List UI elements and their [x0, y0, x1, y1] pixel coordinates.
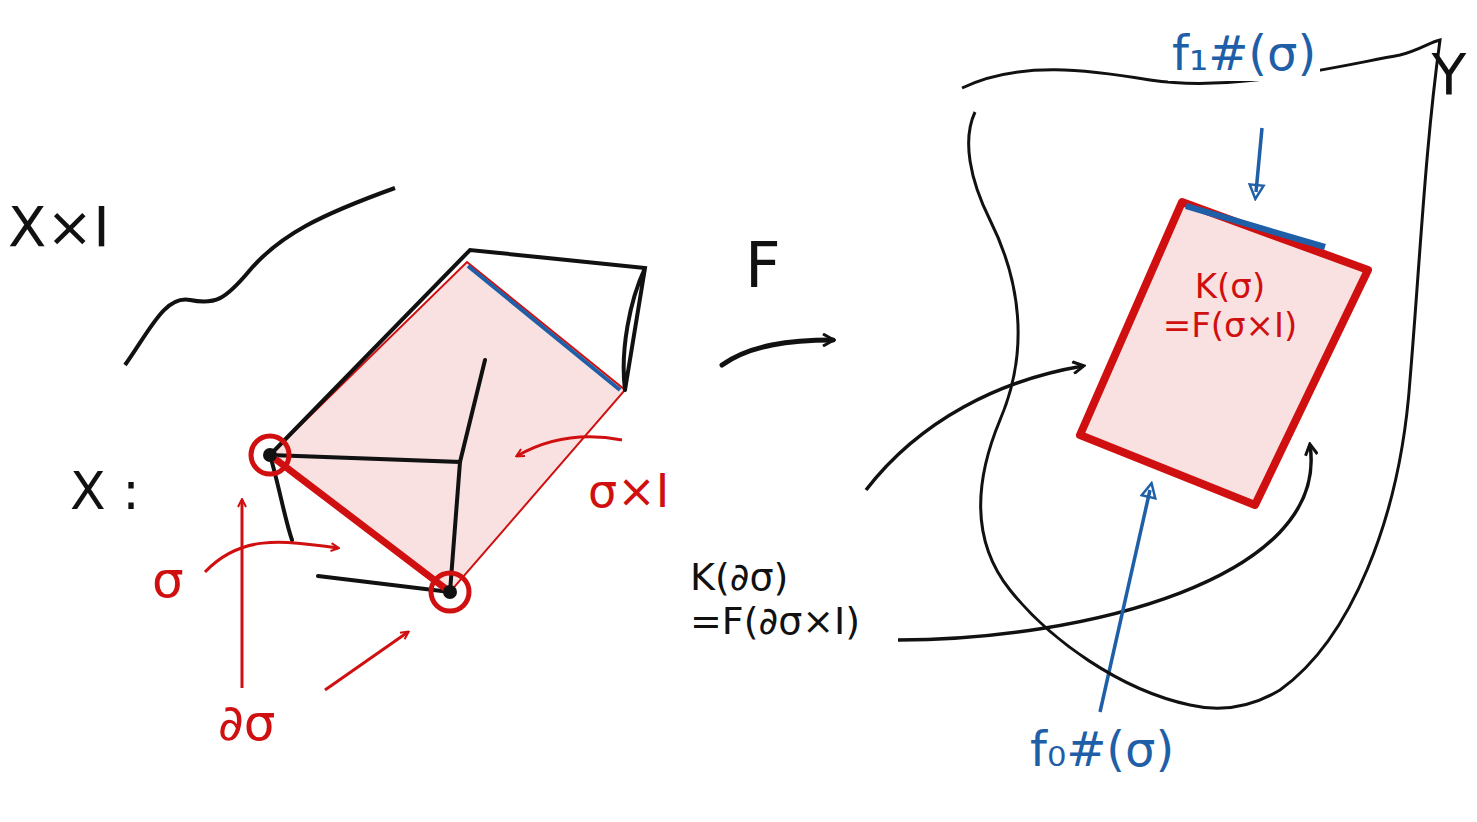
image-cell: K(σ) =F(σ×I) — [1075, 195, 1375, 510]
leader-arrow — [325, 632, 408, 690]
math-label: F — [745, 230, 781, 301]
space-outline — [962, 40, 1440, 708]
simplex-edge — [270, 455, 450, 592]
math-label: K(∂σ) =F(∂σ×I) — [690, 556, 890, 643]
math-label: σ×I — [588, 465, 669, 518]
cell-label: K(σ) =F(σ×I) — [1145, 267, 1315, 345]
prism-edges — [270, 250, 645, 592]
node-outline — [1075, 195, 1375, 510]
math-label: X×I — [8, 195, 110, 259]
space-name: Y — [1425, 43, 1473, 109]
prism-face — [270, 262, 625, 592]
math-label: X : — [70, 462, 140, 522]
leader-arrow — [205, 542, 338, 572]
space-curve — [125, 188, 395, 365]
math-label: f₁#(σ) — [1168, 26, 1320, 81]
boundary-circle — [251, 436, 289, 474]
boundary-circle — [431, 573, 469, 611]
space-region: Y K(σ) =F(σ×I) — [955, 35, 1475, 760]
map-arrow — [722, 340, 833, 365]
math-label: σ — [152, 552, 184, 610]
top-simplex — [468, 266, 620, 390]
math-label: f₀#(σ) — [1030, 722, 1174, 777]
vertex-dot — [443, 585, 457, 599]
leader-arrow — [1100, 490, 1150, 712]
top-image-edge — [1186, 206, 1325, 247]
math-label: ∂σ — [218, 695, 276, 753]
leader-arrow — [1256, 128, 1262, 192]
vertex-dot — [263, 448, 277, 462]
leader-arrow — [866, 366, 1083, 490]
leader-arrow — [241, 500, 244, 688]
image-square — [1080, 202, 1368, 505]
leader-arrow — [517, 437, 622, 456]
